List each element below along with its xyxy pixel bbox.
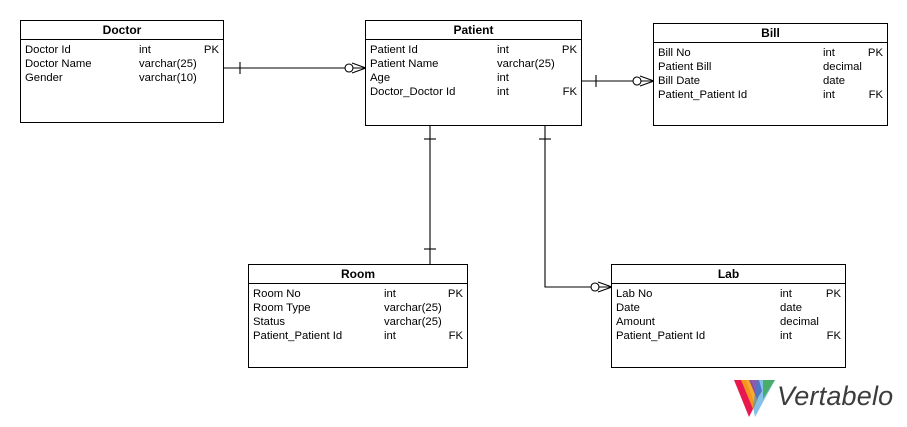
attribute-name: Amount (616, 316, 655, 328)
attribute-row[interactable]: Room No int PK (249, 287, 467, 301)
attribute-name: Lab No (616, 288, 653, 300)
entity-title: Bill (654, 24, 887, 43)
attribute-row[interactable]: Date date (612, 301, 845, 315)
attribute-key: FK (868, 89, 883, 101)
attribute-row[interactable]: Age int (366, 71, 581, 85)
attribute-name: Status (253, 316, 286, 328)
attribute-key: FK (562, 86, 577, 98)
attribute-type: int (780, 330, 792, 342)
attribute-type: varchar(25) (139, 58, 197, 70)
attribute-type: int (823, 47, 835, 59)
attribute-type: int (497, 86, 509, 98)
entity-doctor[interactable]: Doctor Doctor Id int PK Doctor Name varchar(… (20, 20, 224, 123)
entity-title: Lab (612, 265, 845, 284)
attribute-name: Bill No (658, 47, 691, 59)
relationship-patient-room (424, 125, 436, 265)
attribute-name: Bill Date (658, 75, 701, 87)
attribute-type: int (384, 330, 396, 342)
attribute-name: Patient Name (370, 58, 439, 70)
attribute-name: Room Type (253, 302, 311, 314)
relationship-doctor-patient (223, 62, 367, 74)
attribute-type: int (139, 44, 151, 56)
attribute-type: varchar(10) (139, 72, 197, 84)
attribute-key: PK (867, 47, 883, 59)
attribute-type: int (823, 89, 835, 101)
attribute-name: Patient_Patient Id (253, 330, 343, 342)
attribute-type: varchar(25) (497, 58, 555, 70)
attribute-row[interactable]: Status varchar(25) (249, 315, 467, 329)
entity-title: Doctor (21, 21, 223, 40)
attribute-name: Room No (253, 288, 301, 300)
entity-patient[interactable]: Patient Patient Id int PK Patient Name varch… (365, 20, 582, 126)
attribute-name: Age (370, 72, 391, 84)
attribute-row[interactable]: Amount decimal (612, 315, 845, 329)
attribute-name: Patient Id (370, 44, 418, 56)
attribute-type: date (780, 302, 802, 314)
attribute-type: int (497, 44, 509, 56)
attribute-type: int (780, 288, 792, 300)
attribute-row[interactable]: Gender varchar(10) (21, 71, 223, 85)
vertabelo-logo-text: Vertabelo (777, 381, 894, 411)
attribute-list: Room No int PK Room Type varchar(25) Status va… (249, 284, 467, 343)
attribute-row[interactable]: Room Type varchar(25) (249, 301, 467, 315)
attribute-row[interactable]: Bill Date date (654, 74, 887, 88)
relationship-patient-lab (539, 125, 613, 293)
attribute-row[interactable]: Doctor Name varchar(25) (21, 57, 223, 71)
attribute-row[interactable]: Doctor Id int PK (21, 43, 223, 57)
entity-title: Patient (366, 21, 581, 40)
attribute-row[interactable]: Lab No int PK (612, 287, 845, 301)
attribute-key: PK (203, 44, 219, 56)
attribute-name: Doctor_Doctor Id (370, 86, 456, 98)
vertabelo-logo: Vertabelo (733, 377, 903, 419)
attribute-name: Date (616, 302, 640, 314)
attribute-name: Doctor Id (25, 44, 71, 56)
attribute-row[interactable]: Patient Name varchar(25) (366, 57, 581, 71)
attribute-name: Patient_Patient Id (616, 330, 706, 342)
attribute-row[interactable]: Doctor_Doctor Id int FK (366, 85, 581, 99)
attribute-type: int (497, 72, 509, 84)
attribute-type: int (384, 288, 396, 300)
attribute-type: date (823, 75, 845, 87)
attribute-type: decimal (823, 61, 862, 73)
attribute-row[interactable]: Patient_Patient Id int FK (249, 329, 467, 343)
attribute-type: varchar(25) (384, 316, 442, 328)
attribute-key: PK (447, 288, 463, 300)
vertabelo-logo-icon (734, 380, 775, 417)
attribute-name: Patient Bill (658, 61, 712, 73)
attribute-key: PK (561, 44, 577, 56)
attribute-row[interactable]: Patient_Patient Id int FK (654, 88, 887, 102)
attribute-type: varchar(25) (384, 302, 442, 314)
attribute-name: Gender (25, 72, 63, 84)
attribute-row[interactable]: Patient Bill decimal (654, 60, 887, 74)
attribute-name: Doctor Name (25, 58, 92, 70)
relationship-patient-bill (581, 75, 655, 87)
attribute-key: PK (825, 288, 841, 300)
entity-title: Room (249, 265, 467, 284)
attribute-row[interactable]: Patient_Patient Id int FK (612, 329, 845, 343)
attribute-key: FK (826, 330, 841, 342)
attribute-name: Patient_Patient Id (658, 89, 748, 101)
attribute-row[interactable]: Bill No int PK (654, 46, 887, 60)
attribute-row[interactable]: Patient Id int PK (366, 43, 581, 57)
attribute-type: decimal (780, 316, 819, 328)
attribute-key: FK (448, 330, 463, 342)
